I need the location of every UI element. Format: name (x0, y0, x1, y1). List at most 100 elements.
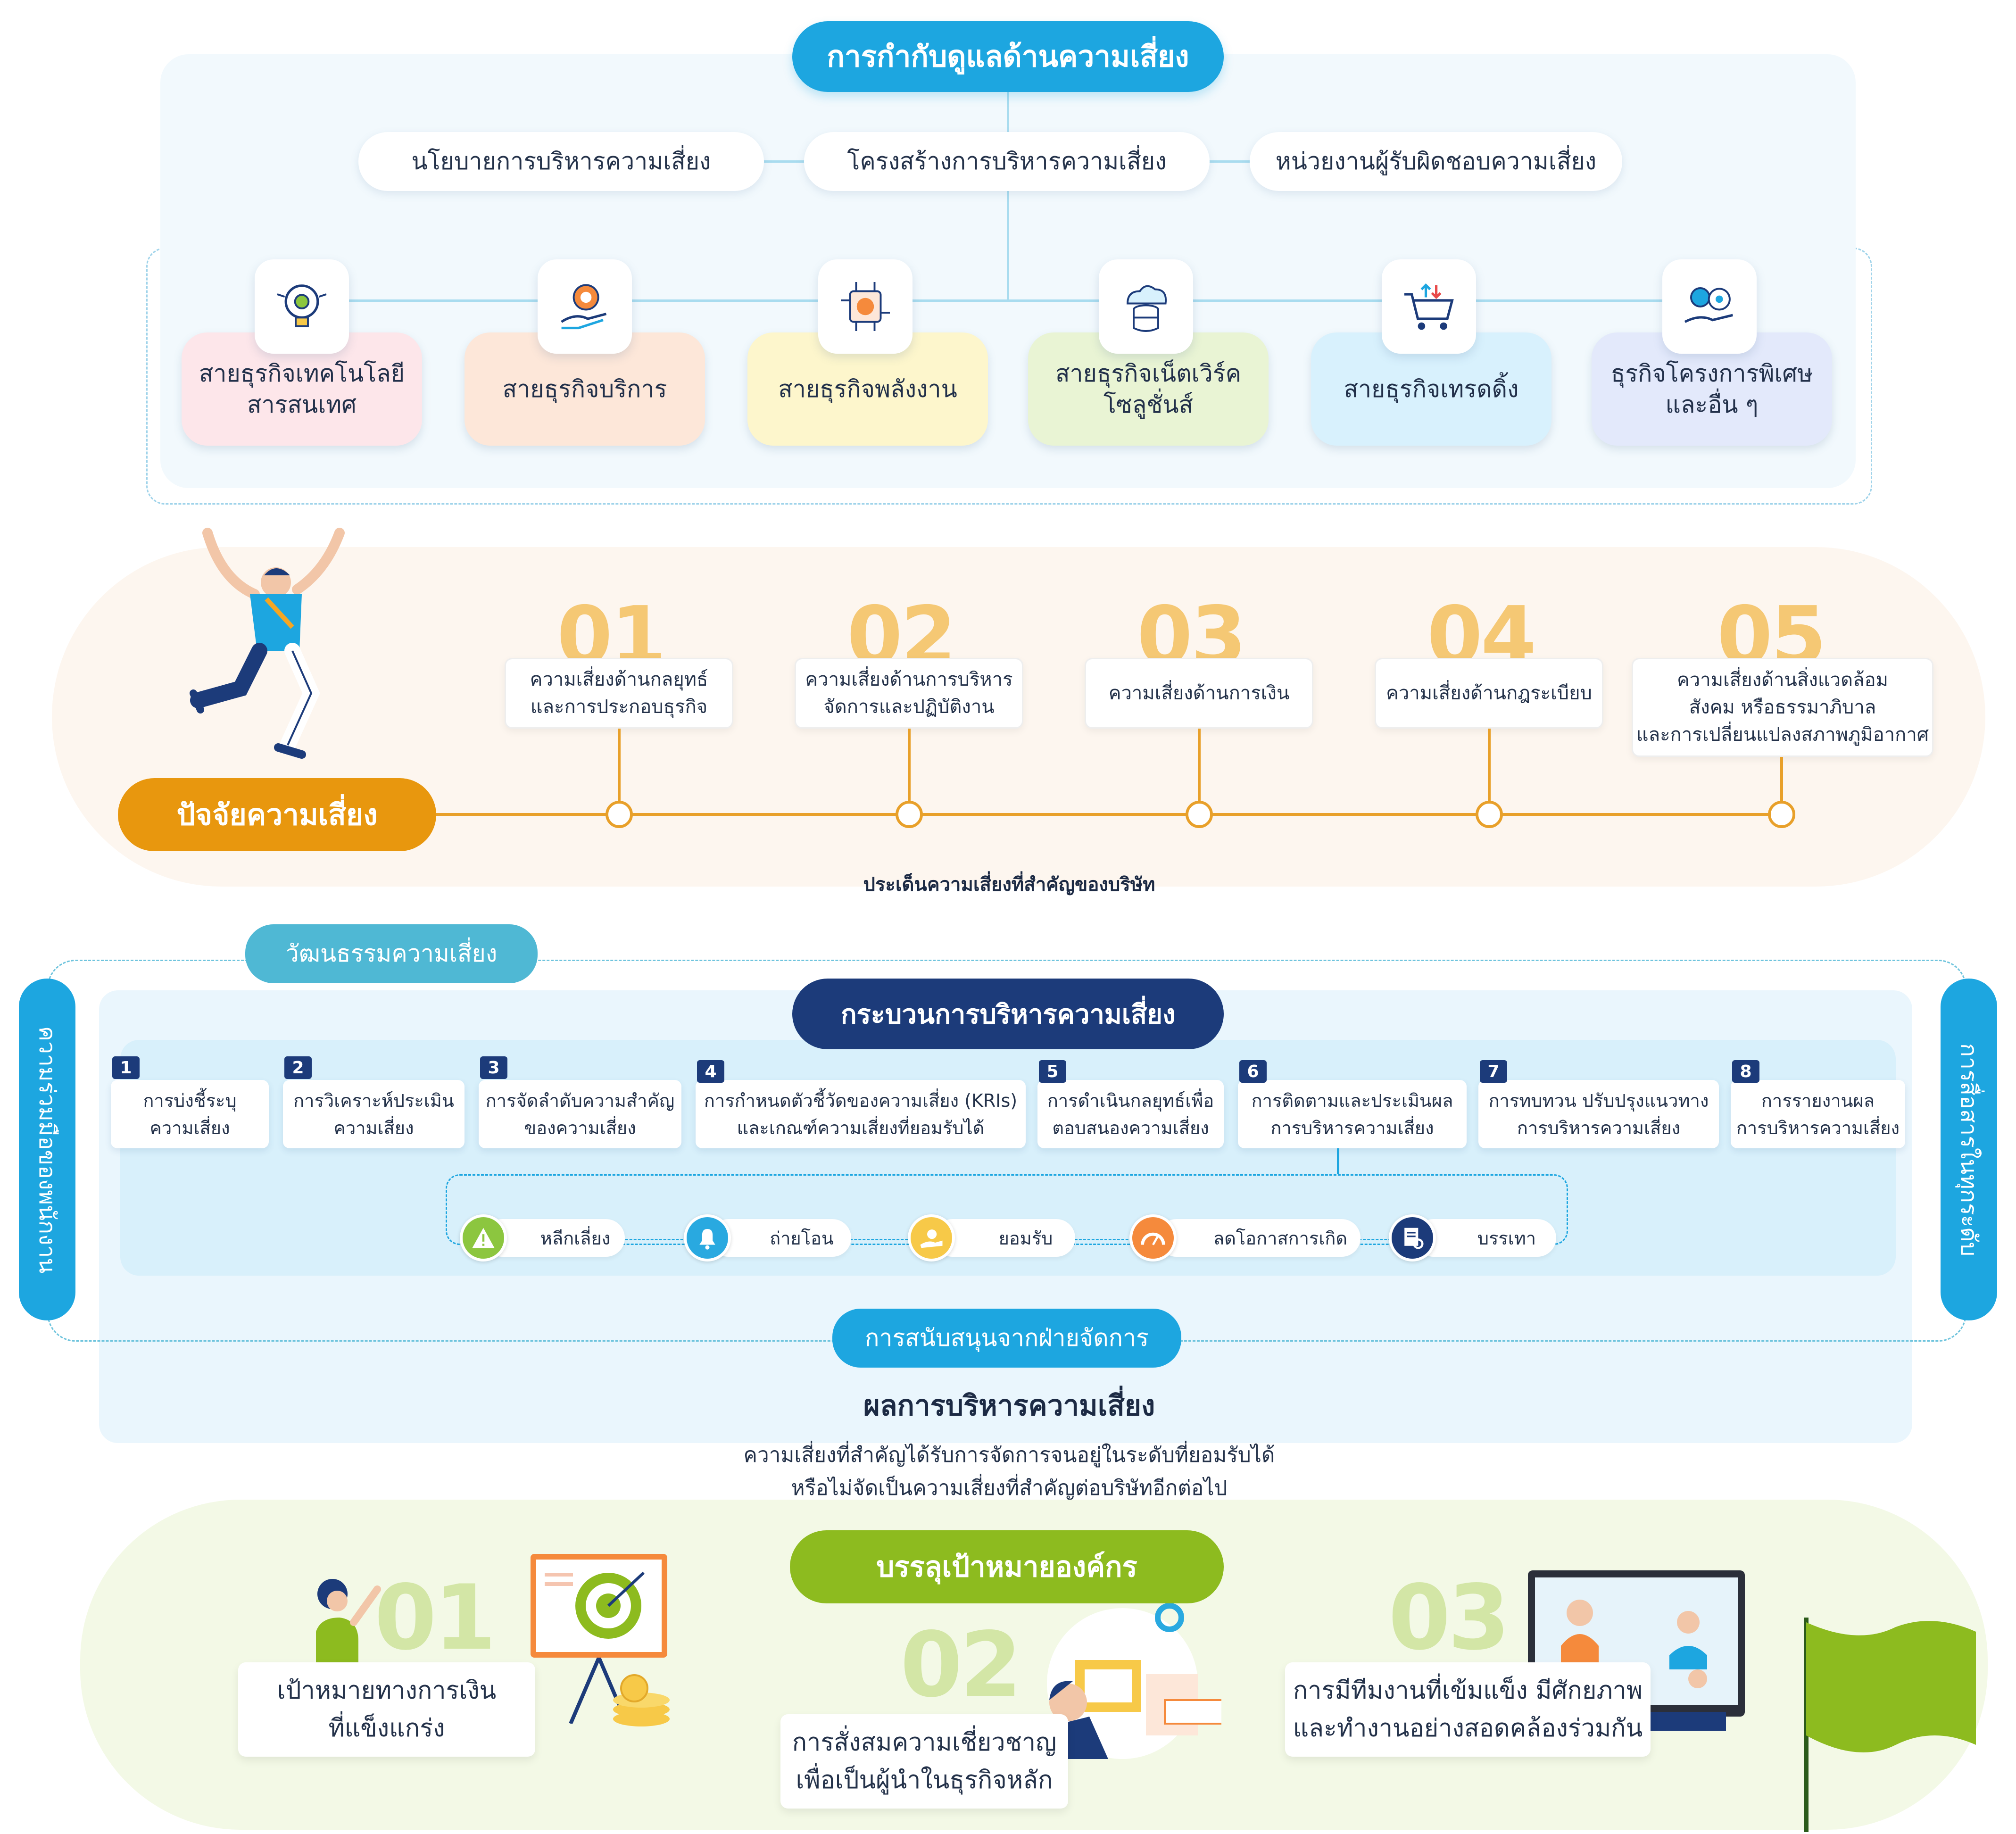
cloud-database-icon (1099, 259, 1193, 354)
communication-text: การสื่อสารในทุกระดับ (1956, 1043, 1983, 1256)
timeline-dot (1186, 801, 1213, 828)
risk-factors-label: ปัจจัยความเสี่ยง (118, 778, 436, 851)
step-text: การบ่งชี้ระบุ (143, 1090, 237, 1111)
risk-item-compliance: ความเสี่ยงด้านกฎระเบียบ (1375, 658, 1603, 729)
risk-item-text: ความเสี่ยงด้านกฎระเบียบ (1386, 682, 1592, 704)
risk-timeline (424, 813, 1783, 816)
step-text: ของความเสี่ยง (524, 1117, 636, 1138)
risk-item-text: ความเสี่ยงด้านการเงิน (1108, 682, 1290, 704)
goal-text: การมีทีมงานที่เข้มแข็ง มีศักยภาพ (1293, 1676, 1643, 1705)
step-text: ความเสี่ยง (333, 1117, 414, 1138)
process-step-5: การดำเนินกลยุทธ์เพื่อตอบสนองความเสี่ยง (1037, 1080, 1224, 1148)
target-board-illustration (531, 1554, 667, 1658)
goal-text: เป้าหมายทางการเงิน (277, 1676, 497, 1705)
step-text: ตอบสนองความเสี่ยง (1052, 1117, 1209, 1138)
step-text: และเกณฑ์ความเสี่ยงที่ยอมรับได้ (737, 1117, 985, 1138)
business-line-label: สายธุรกิจเทคโนโลยี (199, 360, 405, 387)
risk-factors-caption: ประเด็นความเสี่ยงที่สำคัญของบริษัท (863, 874, 1155, 896)
step-number: 3 (480, 1056, 507, 1079)
response-label: ถ่ายโอน (770, 1228, 834, 1249)
response-transfer: ถ่ายโอน (710, 1219, 851, 1257)
employee-cooperation-label: ความร่วมมือของพนักงาน (19, 979, 75, 1320)
service-award-hand-icon (538, 259, 632, 354)
risk-policy-box: นโยบายการบริหารความเสี่ยง (358, 132, 764, 191)
goal-financial: เป้าหมายทางการเงินที่แข็งแกร่ง (238, 1662, 535, 1757)
step-text: ความเสี่ยง (149, 1117, 230, 1138)
business-line-label: สายธุรกิจเทรดดิ้ง (1344, 375, 1519, 403)
timeline-dot (606, 801, 633, 828)
timeline-dot (1768, 801, 1795, 828)
business-line-connector (302, 299, 1717, 302)
step-number: 2 (284, 1056, 312, 1079)
timeline-dot (896, 801, 923, 828)
gears-hand-icon (1662, 259, 1757, 354)
risk-connector (1488, 729, 1491, 802)
flag-icon (1801, 1618, 1981, 1832)
business-line-label: โซลูชั่นส์ (1103, 391, 1194, 418)
risk-item-text: และการประกอบธุรกิจ (530, 696, 708, 718)
communication-label: การสื่อสารในทุกระดับ (1941, 979, 1997, 1320)
process-step-7: การทบทวน ปรับปรุงแนวทางการบริหารความเสี่… (1478, 1080, 1719, 1148)
governance-connector (1007, 90, 1009, 302)
employee-cooperation-text: ความร่วมมือของพนักงาน (34, 1026, 61, 1273)
goal-text: เพื่อเป็นผู้นำในธุรกิจหลัก (796, 1766, 1053, 1794)
risk-item-text: สังคม หรือธรรมาภิบาล (1689, 697, 1876, 718)
response-accept: ยอมรับ (934, 1219, 1075, 1257)
goal-number: 02 (900, 1612, 1022, 1717)
step-number: 6 (1239, 1060, 1267, 1083)
step-number: 8 (1732, 1060, 1759, 1083)
goal-team: การมีทีมงานที่เข้มแข็ง มีศักยภาพและทำงาน… (1285, 1662, 1651, 1757)
risk-item-text: จัดการและปฏิบัติงาน (823, 696, 995, 718)
response-label: บรรเทา (1477, 1228, 1536, 1249)
risk-owner-box: หน่วยงานผู้รับผิดชอบความเสี่ยง (1250, 132, 1622, 191)
step-text: การทบทวน ปรับปรุงแนวทาง (1488, 1090, 1709, 1111)
response-avoid: หลีกเลี่ยง (483, 1219, 625, 1257)
risk-culture-label: วัฒนธรรมความเสี่ยง (245, 924, 538, 983)
goals-title: บรรลุเป้าหมายองค์กร (790, 1530, 1224, 1603)
risk-connector (908, 729, 911, 802)
risk-item-esg: ความเสี่ยงด้านสิ่งแวดล้อมสังคม หรือธรรมา… (1632, 658, 1933, 757)
risk-connector (618, 729, 621, 802)
response-reduce: ลดโอกาสการเกิด (1158, 1219, 1361, 1257)
response-label: ยอมรับ (998, 1228, 1053, 1249)
result-text: หรือไม่จัดเป็นความเสี่ยงที่สำคัญต่อบริษั… (791, 1476, 1228, 1500)
response-label: ลดโอกาสการเกิด (1213, 1228, 1348, 1249)
business-line-label: สายธุรกิจพลังงาน (778, 375, 957, 403)
governance-title: การกำกับดูแลด้านความเสี่ยง (792, 21, 1224, 92)
coin-stack-icon (608, 1672, 674, 1728)
risk-connector (1780, 757, 1783, 802)
process-step-2: การวิเคราะห์ประเมินความเสี่ยง (283, 1080, 465, 1148)
response-connector (1337, 1148, 1339, 1174)
risk-connector (1198, 729, 1201, 802)
reduce-gauge-icon (1129, 1214, 1177, 1261)
goal-text: และทำงานอย่างสอดคล้องร่วมกัน (1293, 1714, 1643, 1743)
result-text: ความเสี่ยงที่สำคัญได้รับการจัดการจนอยู่ใ… (743, 1443, 1275, 1467)
step-text: การดำเนินกลยุทธ์เพื่อ (1047, 1090, 1214, 1111)
goal-text: ที่แข็งแกร่ง (328, 1714, 445, 1743)
business-line-energy: สายธุรกิจพลังงาน (747, 332, 988, 446)
process-title: กระบวนการบริหารความเสี่ยง (792, 979, 1224, 1049)
risk-item-text: ความเสี่ยงด้านการบริหาร (805, 669, 1013, 690)
mitigate-document-icon (1389, 1214, 1436, 1261)
response-label: หลีกเลี่ยง (540, 1228, 611, 1249)
energy-chip-icon (818, 259, 913, 354)
process-step-8: การรายงานผลการบริหารความเสี่ยง (1731, 1080, 1905, 1148)
step-text: การจัดลำดับความสำคัญ (485, 1090, 675, 1111)
team-meeting-illustration (1528, 1570, 1750, 1735)
process-step-3: การจัดลำดับความสำคัญของความเสี่ยง (479, 1080, 681, 1148)
business-line-label: สายธุรกิจเน็ตเวิร์ค (1055, 360, 1242, 387)
step-number: 1 (112, 1056, 140, 1079)
goal-number: 01 (374, 1565, 496, 1670)
process-step-6: การติดตามและประเมินผลการบริหารความเสี่ยง (1238, 1080, 1467, 1148)
step-number: 5 (1039, 1060, 1066, 1083)
shopping-cart-icon (1382, 259, 1476, 354)
risk-item-text: ความเสี่ยงด้านสิ่งแวดล้อม (1677, 669, 1888, 691)
risk-item-strategic: ความเสี่ยงด้านกลยุทธ์และการประกอบธุรกิจ (505, 658, 733, 729)
risk-item-operational: ความเสี่ยงด้านการบริหารจัดการและปฏิบัติง… (795, 658, 1023, 729)
step-text: การติดตามและประเมินผล (1251, 1090, 1453, 1111)
step-text: การวิเคราะห์ประเมิน (293, 1090, 454, 1111)
risk-item-financial: ความเสี่ยงด้านการเงิน (1085, 658, 1313, 729)
business-line-special: ธุรกิจโครงการพิเศษและอื่น ๆ (1592, 332, 1832, 446)
business-line-label: สารสนเทศ (247, 391, 357, 418)
process-step-4: การกำหนดตัวชี้วัดของความเสี่ยง (KRIs)และ… (696, 1080, 1026, 1148)
